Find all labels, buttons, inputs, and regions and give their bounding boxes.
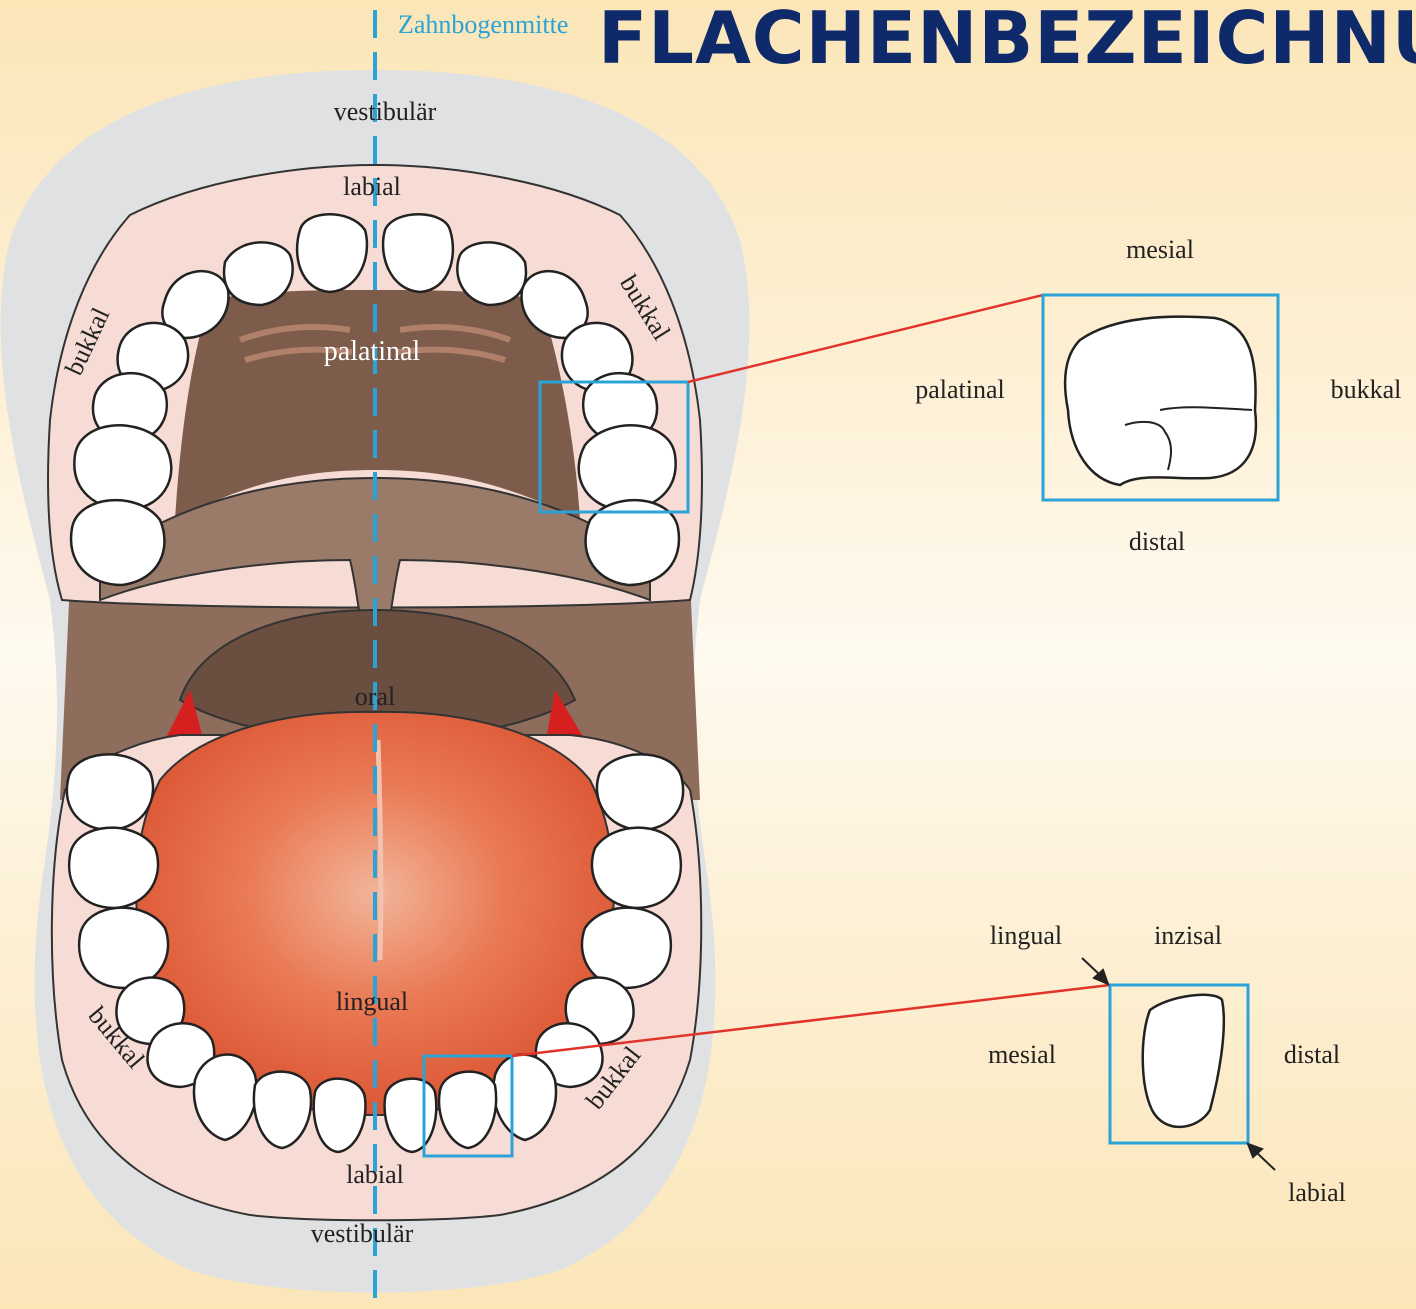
molar-detail-tooth [1065, 317, 1256, 485]
incisor-label-left: mesial [988, 1040, 1056, 1069]
labial-arrow [1248, 1144, 1275, 1170]
upper-molar [74, 425, 171, 510]
lower-molar [597, 754, 683, 830]
lingual-arrow [1082, 958, 1108, 984]
lower-molar [582, 908, 671, 988]
molar-label-left: palatinal [915, 375, 1005, 404]
molar-label-bottom: distal [1129, 527, 1185, 556]
incisor-label-right: distal [1284, 1040, 1340, 1069]
lower-molar [79, 908, 168, 988]
molar-label-right: bukkal [1331, 375, 1402, 404]
molar-label-top: mesial [1126, 235, 1194, 264]
incisor-label-bottom-right: labial [1288, 1178, 1346, 1207]
incisor-detail-tooth [1143, 995, 1224, 1127]
upper-incisor [224, 242, 293, 305]
label-labial-bottom: labial [346, 1160, 404, 1189]
lower-molar [592, 828, 681, 908]
incisor-label-top-left: lingual [990, 921, 1062, 950]
upper-incisor [457, 242, 526, 305]
tongue-groove [378, 740, 381, 960]
lower-molar [67, 754, 153, 830]
label-lingual-mouth: lingual [336, 987, 408, 1016]
label-vestibular-top: vestibulär [334, 97, 437, 126]
incisor-label-top-right: inzisal [1154, 921, 1222, 950]
label-labial-top: labial [343, 172, 401, 201]
label-vestibular-bottom: vestibulär [311, 1219, 414, 1248]
label-palatinal-mouth: palatinal [324, 336, 421, 367]
label-oral: oral [355, 682, 395, 711]
lower-molar [69, 828, 158, 908]
upper-molar [579, 425, 676, 510]
upper-molar [71, 500, 164, 585]
